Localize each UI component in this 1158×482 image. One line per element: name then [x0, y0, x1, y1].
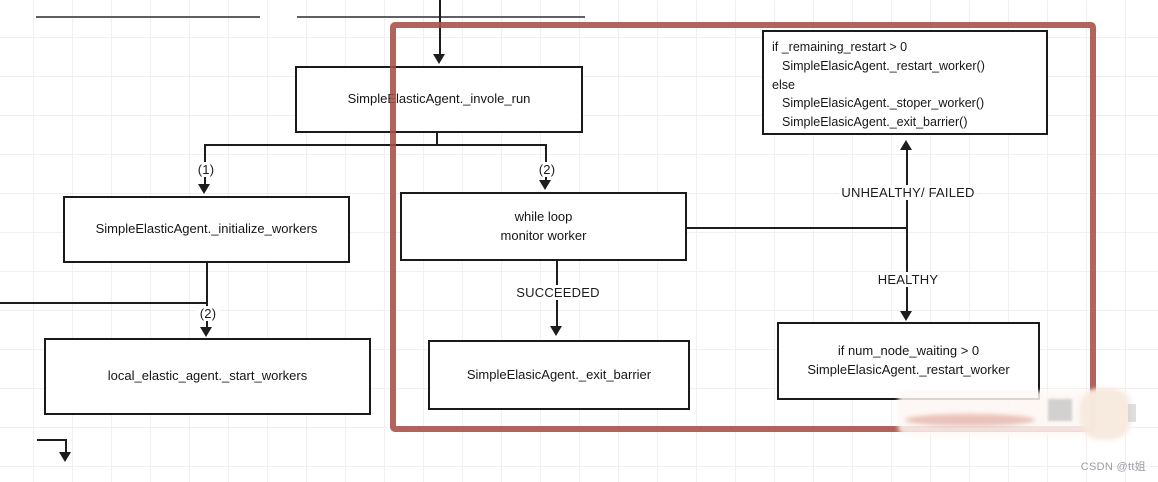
- restart-logic-line-2: SimpleElasicAgent._restart_worker(): [782, 58, 985, 73]
- edge-init-to-start-upper: [206, 263, 208, 304]
- edge-from-left-line: [0, 302, 208, 304]
- edge-label-succeeded: SUCCEEDED: [513, 285, 603, 300]
- edge-unhealthy-arrowhead-icon: [900, 140, 912, 150]
- node-initialize-workers: SimpleElasticAgent._initialize_workers: [63, 196, 350, 263]
- node-num-node-waiting-label: if num_node_waiting > 0 SimpleElasicAgen…: [779, 342, 1038, 380]
- edge-label-branch1: (1): [194, 162, 218, 177]
- num-node-waiting-line-2: SimpleElasicAgent._restart_worker: [807, 362, 1010, 377]
- node-while-loop-label: while loop monitor worker: [402, 208, 685, 246]
- node-while-loop: while loop monitor worker: [400, 192, 687, 261]
- restart-logic-line-3: else: [772, 77, 795, 92]
- node-initialize-workers-label: SimpleElasticAgent._initialize_workers: [95, 221, 318, 237]
- edge-succeeded-arrowhead-icon: [550, 326, 562, 336]
- edge-exit-elbow-h: [37, 439, 67, 441]
- num-node-waiting-line-1: if num_node_waiting > 0: [837, 343, 980, 359]
- edge-entry-line: [439, 0, 441, 54]
- restart-logic-line-1: if _remaining_restart > 0: [772, 40, 908, 54]
- smudge-gray-block: [1048, 399, 1072, 421]
- edge-entry-arrowhead-icon: [433, 54, 445, 64]
- edge-monitor-right-line: [687, 227, 908, 229]
- top-divider-line-left: [36, 16, 260, 18]
- node-start-workers-label: local_elastic_agent._start_workers: [107, 368, 308, 384]
- edge-label-branch2: (2): [535, 162, 559, 177]
- node-num-node-waiting: if num_node_waiting > 0 SimpleElasicAgen…: [777, 322, 1040, 400]
- top-divider-line-right: [297, 16, 585, 18]
- while-loop-line-1: while loop: [514, 208, 573, 224]
- edge-init-to-start-arrowhead-icon: [200, 327, 212, 337]
- smudge-pink-streak: [905, 414, 1035, 426]
- node-invoke-run: SimpleElasticAgent._invole_run: [295, 66, 583, 133]
- edge-label-branch2-lower: (2): [196, 306, 220, 321]
- restart-logic-line-5: SimpleElasicAgent._exit_barrier(): [782, 115, 968, 129]
- node-invoke-run-label: SimpleElasticAgent._invole_run: [347, 91, 531, 107]
- edge-split-stem: [436, 133, 438, 146]
- csdn-watermark: CSDN @tt姐: [1080, 461, 1146, 473]
- while-loop-line-2: monitor worker: [500, 227, 587, 243]
- node-exit-barrier-label: SimpleElasicAgent._exit_barrier: [466, 366, 652, 382]
- edge-branch2-arrowhead-icon: [539, 180, 551, 190]
- edge-exit-arrowhead-icon: [59, 452, 71, 462]
- edge-label-unhealthy-failed: UNHEALTHY/ FAILED: [838, 185, 978, 200]
- node-start-workers: local_elastic_agent._start_workers: [44, 338, 371, 415]
- edge-label-healthy: HEALTHY: [874, 272, 942, 287]
- edge-split-bar: [204, 144, 547, 146]
- edge-healthy-arrowhead-icon: [900, 311, 912, 321]
- smudge-gray-bar: [1128, 404, 1136, 422]
- node-restart-logic: if _remaining_restart > 0 SimpleElasicAg…: [762, 30, 1048, 135]
- edge-exit-elbow-v: [65, 439, 67, 453]
- edge-branch1-arrowhead-icon: [198, 184, 210, 194]
- restart-logic-line-4: SimpleElasicAgent._stoper_worker(): [782, 96, 985, 111]
- edge-healthy-line: [906, 227, 908, 312]
- node-exit-barrier: SimpleElasicAgent._exit_barrier: [428, 340, 690, 410]
- smudge-beige-blob: [1080, 388, 1130, 440]
